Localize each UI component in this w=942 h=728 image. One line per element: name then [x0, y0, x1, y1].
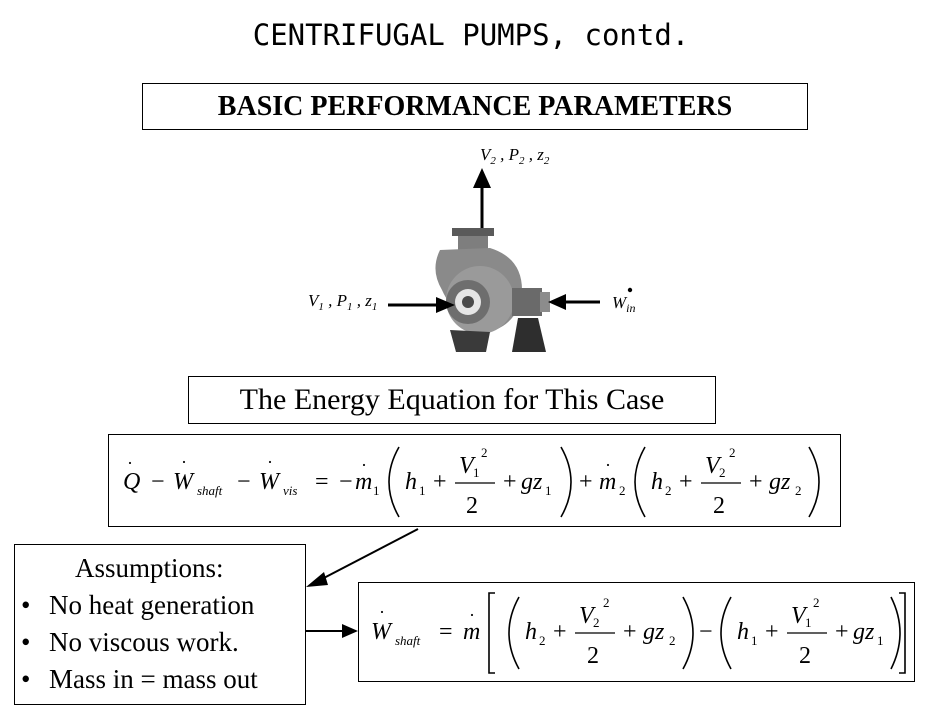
svg-text:m: m	[599, 469, 616, 495]
svg-text:shaft: shaft	[197, 483, 223, 498]
svg-text:−: −	[151, 469, 165, 495]
work-label: Win	[612, 293, 636, 315]
svg-text:·: ·	[127, 453, 133, 473]
assumptions-box: Assumptions: •No heat generation •No vis…	[14, 544, 306, 705]
svg-text:gz: gz	[521, 469, 543, 495]
inlet-arrowhead	[436, 297, 455, 313]
svg-text:−: −	[699, 619, 713, 645]
svg-text:2: 2	[813, 595, 820, 610]
work-dot	[627, 287, 633, 293]
svg-text:gz: gz	[643, 619, 665, 645]
svg-text:1: 1	[751, 633, 758, 648]
inlet-label: V1 , P1 , z1	[308, 291, 377, 313]
assumption-item: •No heat generation	[21, 590, 255, 620]
energy-equation-label: The Energy Equation for This Case	[239, 383, 665, 416]
svg-text:1: 1	[805, 615, 812, 630]
svg-text:gz: gz	[769, 469, 791, 495]
svg-text:2: 2	[665, 483, 672, 498]
header-label: BASIC PERFORMANCE PARAMETERS	[217, 90, 733, 122]
work-arrowhead	[548, 294, 566, 310]
svg-text:h: h	[525, 619, 537, 645]
pump-icon	[435, 228, 550, 352]
svg-text:2: 2	[481, 445, 488, 460]
svg-text:·: ·	[267, 452, 273, 472]
svg-text:·: ·	[181, 452, 187, 472]
svg-text:2: 2	[719, 465, 726, 480]
svg-text:+: +	[679, 469, 693, 495]
assumptions-title: Assumptions:	[75, 553, 224, 583]
svg-text:gz: gz	[853, 619, 875, 645]
svg-text:h: h	[651, 469, 663, 495]
svg-text:2: 2	[729, 445, 736, 460]
connector-arrow-1	[306, 528, 419, 587]
svg-text:+: +	[765, 619, 779, 645]
svg-text:+: +	[623, 619, 637, 645]
svg-text:·: ·	[469, 605, 475, 625]
header-box: BASIC PERFORMANCE PARAMETERS	[142, 83, 808, 130]
svg-text:+: +	[503, 469, 517, 495]
energy-equation-box: The Energy Equation for This Case	[188, 376, 716, 424]
svg-text:+: +	[579, 469, 593, 495]
svg-text:Q: Q	[123, 469, 140, 495]
svg-text:W: W	[259, 469, 281, 495]
svg-text:=: =	[439, 619, 453, 645]
svg-text:h: h	[737, 619, 749, 645]
svg-text:2: 2	[466, 493, 478, 519]
svg-text:2: 2	[799, 643, 811, 669]
svg-text:2: 2	[603, 595, 610, 610]
shaft-work-formula-box: W · shaft = m · h 2 + V 2 2 2 + gz 2 − h…	[358, 582, 915, 682]
svg-text:2: 2	[593, 615, 600, 630]
svg-text:·: ·	[605, 455, 611, 475]
svg-text:V: V	[791, 603, 808, 629]
connector-arrow-2	[306, 624, 358, 638]
svg-text:1: 1	[373, 483, 380, 498]
pump-diagram: V2 , P2 , z2 V1 , P1 , z1 Win	[308, 145, 636, 352]
svg-text:·: ·	[379, 602, 385, 622]
svg-text:V: V	[579, 603, 596, 629]
svg-text:·: ·	[361, 455, 367, 475]
svg-text:2: 2	[539, 633, 546, 648]
svg-text:2: 2	[713, 493, 725, 519]
svg-text:vis: vis	[283, 483, 297, 498]
svg-text:V: V	[705, 453, 722, 479]
svg-text:−: −	[237, 469, 251, 495]
svg-text:W: W	[173, 469, 195, 495]
svg-text:m: m	[463, 619, 480, 645]
page-title: CENTRIFUGAL PUMPS, contd.	[252, 18, 690, 52]
svg-text:+: +	[433, 469, 447, 495]
svg-text:2: 2	[669, 633, 676, 648]
svg-text:+: +	[749, 469, 763, 495]
svg-text:shaft: shaft	[395, 633, 421, 648]
svg-text:+: +	[835, 619, 849, 645]
svg-text:m: m	[355, 469, 372, 495]
svg-text:1: 1	[877, 633, 884, 648]
assumption-item: •Mass in = mass out	[21, 664, 258, 694]
svg-text:1: 1	[545, 483, 552, 498]
svg-text:2: 2	[619, 483, 626, 498]
svg-text:h: h	[405, 469, 417, 495]
svg-text:=: =	[315, 469, 329, 495]
svg-text:1: 1	[419, 483, 426, 498]
outlet-label: V2 , P2 , z2	[480, 145, 550, 167]
svg-text:2: 2	[587, 643, 599, 669]
svg-text:−: −	[339, 469, 353, 495]
assumption-item: •No viscous work.	[21, 627, 239, 657]
outlet-arrowhead	[473, 168, 491, 188]
svg-text:V: V	[459, 453, 476, 479]
svg-text:+: +	[553, 619, 567, 645]
energy-equation-formula: Q · − W · shaft − W · vis = − m · 1 h 1 …	[123, 445, 820, 519]
svg-text:W: W	[371, 619, 393, 645]
svg-text:1: 1	[473, 465, 480, 480]
shaft-work-formula: W · shaft = m · h 2 + V 2 2 2 + gz 2 − h…	[371, 592, 906, 674]
svg-text:2: 2	[795, 483, 802, 498]
energy-equation-formula-box: Q · − W · shaft − W · vis = − m · 1 h 1 …	[108, 434, 841, 527]
